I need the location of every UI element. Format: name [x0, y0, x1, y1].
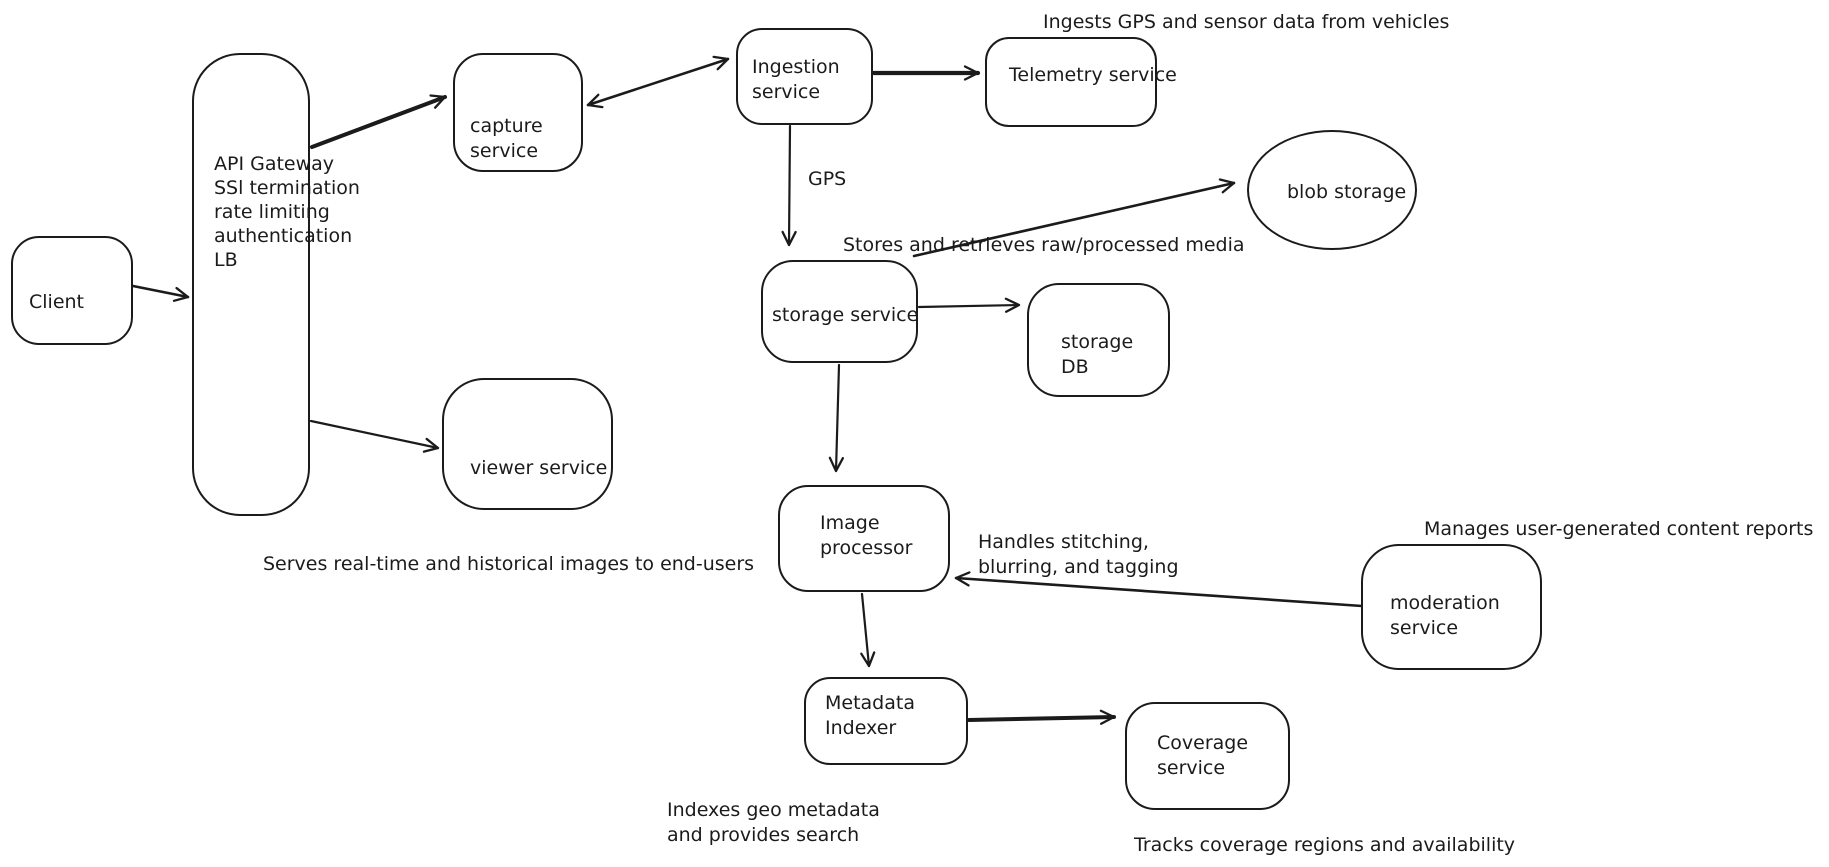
node-telemetry-service: Telemetry service: [985, 37, 1177, 127]
node-metadata-indexer-label: Metadata Indexer: [825, 692, 915, 739]
node-moderation-service-label: moderation service: [1390, 592, 1500, 639]
node-capture-service-label: capture service: [470, 115, 543, 162]
node-metadata-indexer: Metadata Indexer: [804, 677, 968, 765]
node-coverage-service-label: Coverage service: [1157, 732, 1249, 779]
node-blob-storage-label: blob storage: [1287, 181, 1407, 203]
arrow-ingestion-service-to-storage-service: [781, 124, 797, 247]
arrow-api-gateway-to-viewer-service: [309, 419, 440, 453]
node-capture-service: capture service: [453, 53, 583, 172]
node-storage-db: storage DB: [1027, 283, 1170, 397]
node-coverage-service: Coverage service: [1125, 702, 1290, 810]
node-image-processor-label: Image processor: [820, 512, 913, 559]
node-viewer-service: viewer service: [442, 378, 613, 510]
node-telemetry-service-label: Telemetry service: [1009, 64, 1177, 86]
node-moderation-service: moderation service: [1361, 544, 1542, 670]
node-viewer-service-label: viewer service: [470, 457, 608, 479]
arrow-client-to-api-gateway: [131, 284, 190, 302]
node-api-gateway-label: API Gateway SSl termination rate limitin…: [214, 153, 360, 271]
annotation-tracks-coverage: Tracks coverage regions and availability: [1134, 834, 1516, 856]
arrow-capture-service-ingestion-service-bidirectional: [586, 55, 730, 109]
arrow-image-processor-to-metadata-indexer: [860, 592, 876, 668]
node-storage-service-label: storage service: [772, 304, 919, 326]
node-client-label: Client: [29, 291, 85, 313]
arrow-metadata-indexer-to-coverage-service: [967, 709, 1116, 725]
node-client: Client: [11, 236, 133, 345]
arrow-moderation-service-to-image-processor: [954, 571, 1364, 608]
arrow-storage-service-to-image-processor: [828, 363, 845, 473]
node-ingestion-service: Ingestion service: [736, 28, 873, 125]
node-image-processor: Image processor: [778, 485, 950, 592]
node-ingestion-service-label: Ingestion service: [752, 56, 840, 103]
annotation-indexes-metadata: Indexes geo metadata and provides search: [667, 799, 880, 846]
arrow-storage-service-to-storage-db: [917, 297, 1021, 313]
node-api-gateway: API Gateway SSl termination rate limitin…: [192, 53, 360, 516]
annotation-stores-retrieves: Stores and retrieves raw/processed media: [843, 234, 1245, 256]
node-storage-db-label: storage DB: [1061, 331, 1134, 378]
arrow-storage-service-to-blob-storage: [912, 178, 1236, 258]
edge-label-gps: GPS: [808, 168, 847, 190]
annotation-manages-reports: Manages user-generated content reports: [1424, 518, 1814, 540]
node-storage-service: storage service: [761, 260, 918, 363]
annotation-serves-images: Serves real-time and historical images t…: [263, 553, 755, 575]
annotation-ingests-gps: Ingests GPS and sensor data from vehicle…: [1043, 11, 1450, 33]
annotation-handles-stitching: Handles stitching, blurring, and tagging: [978, 531, 1179, 578]
node-blob-storage: blob storage: [1247, 130, 1417, 250]
arrow-api-gateway-to-capture-service: [310, 94, 447, 149]
